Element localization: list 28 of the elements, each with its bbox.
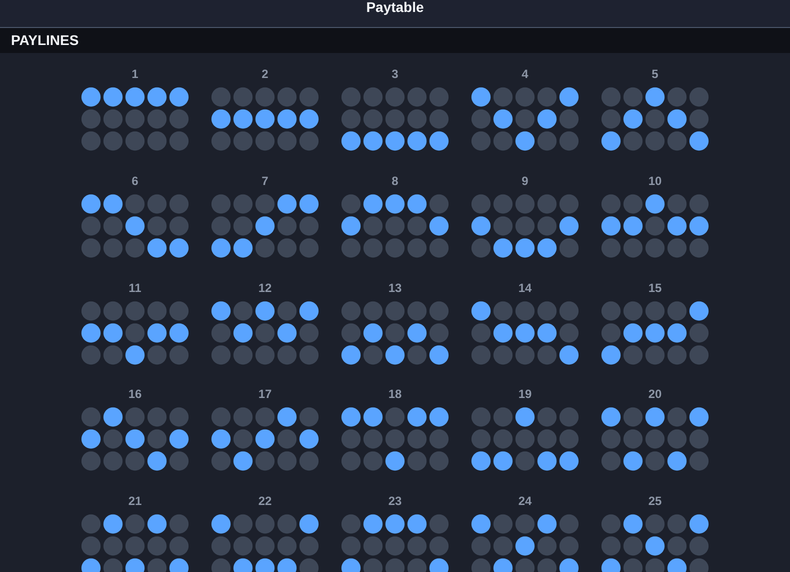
payline-number: 13 — [388, 280, 402, 296]
payline-number: 25 — [648, 493, 662, 509]
payline-number: 8 — [392, 173, 398, 189]
page-title: Paytable — [366, 0, 424, 15]
payline-number: 12 — [258, 280, 272, 296]
payline-number: 11 — [128, 280, 142, 296]
payline-number: 15 — [648, 280, 662, 296]
payline-number: 7 — [262, 173, 268, 189]
payline-number: 4 — [522, 66, 528, 82]
payline-number: 3 — [392, 66, 398, 82]
payline-number: 17 — [258, 386, 272, 402]
payline-number: 21 — [128, 493, 142, 509]
payline-number: 22 — [258, 493, 272, 509]
payline-number: 5 — [652, 66, 658, 82]
payline-number: 9 — [522, 173, 528, 189]
payline-number: 20 — [648, 386, 662, 402]
payline-number: 10 — [648, 173, 662, 189]
payline-number: 19 — [518, 386, 532, 402]
payline-number: 18 — [388, 386, 402, 402]
payline-number: 1 — [132, 66, 138, 82]
section-heading: PAYLINES — [11, 32, 79, 49]
payline-number: 14 — [518, 280, 532, 296]
payline-number: 2 — [262, 66, 268, 82]
payline-number: 24 — [518, 493, 532, 509]
payline-number: 16 — [128, 386, 142, 402]
payline-number: 6 — [132, 173, 138, 189]
section-header-band — [0, 28, 790, 53]
payline-number: 23 — [388, 493, 402, 509]
